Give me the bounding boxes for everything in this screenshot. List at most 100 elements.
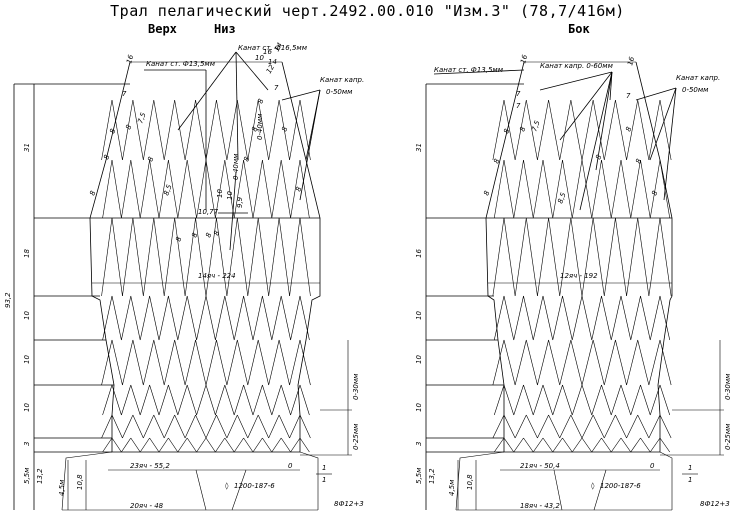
mesh-line (278, 339, 290, 386)
mesh-line (289, 414, 301, 439)
mesh-line (581, 414, 594, 439)
right-num: 7 (516, 102, 521, 110)
mesh-line (205, 339, 217, 386)
mesh-line (581, 339, 594, 386)
left-width-224: 14яч - 224 (198, 272, 236, 280)
mesh-line (537, 99, 549, 161)
mesh-line (177, 384, 188, 416)
mesh-line (132, 99, 144, 161)
mesh-line (299, 217, 311, 297)
right-width-50-4: 21яч - 50,4 (520, 462, 560, 470)
mesh-line (257, 99, 269, 161)
mesh-line (570, 217, 583, 297)
left-width-48: 20яч - 48 (130, 502, 164, 510)
mesh-line (542, 384, 554, 416)
left-net-label-10-77: 10,77 (198, 208, 219, 216)
mesh-line (280, 384, 291, 416)
mesh-line (233, 295, 244, 341)
mesh-line (523, 159, 534, 219)
right-dim-5-5: 5,5м (415, 467, 423, 484)
mesh-line (184, 414, 196, 439)
mesh-line (149, 437, 160, 453)
mesh-line (143, 414, 155, 439)
mesh-line (121, 437, 132, 453)
mesh-line (640, 437, 651, 453)
left-net-label-8-5: 8,5 (162, 183, 174, 197)
mesh-line (174, 217, 186, 297)
mesh-line (603, 339, 616, 386)
mesh-line (648, 99, 661, 161)
mesh-line (215, 295, 226, 341)
mesh-line (649, 159, 661, 219)
panel-label-bottom: Низ (214, 22, 236, 36)
mesh-line (299, 295, 310, 341)
mesh-line (637, 217, 650, 297)
right-fraction-num: 1 (688, 464, 692, 472)
mesh-line (601, 295, 612, 341)
mesh-line (215, 384, 226, 416)
mesh-line (149, 295, 160, 341)
left-dim-13-2: 13,2 (36, 468, 44, 484)
mesh-line (559, 414, 572, 439)
mesh-line (243, 437, 254, 453)
left-panel (13, 51, 352, 511)
left-rope-label-4: 0-50мм (326, 88, 353, 96)
mesh-line (592, 217, 605, 297)
left-num: 14 (273, 41, 284, 53)
mesh-line (168, 159, 179, 219)
mesh-line (163, 99, 175, 161)
right-width-192: 12яч - 192 (560, 272, 598, 280)
mesh-line (186, 295, 197, 341)
mesh-line (111, 384, 122, 416)
mesh-line (163, 217, 175, 297)
mesh-line (552, 295, 563, 341)
mesh-line (648, 414, 661, 439)
left-num: 8 (88, 189, 97, 196)
mesh-line (537, 339, 549, 386)
mesh-line (237, 99, 249, 161)
left-rope-label-2: Канат ст. Ф13,5мм (146, 60, 216, 68)
right-net-outline (485, 61, 673, 453)
left-dim-31: 31 (23, 143, 31, 152)
left-num: 16 (125, 53, 135, 64)
mesh-line (492, 217, 505, 297)
mesh-line (168, 295, 179, 341)
mesh-line (514, 339, 527, 386)
right-dim-10a: 10 (415, 311, 423, 320)
mesh-line (224, 437, 235, 453)
mesh-line (637, 99, 650, 161)
left-dim-10a: 10 (23, 311, 31, 320)
mesh-line (268, 414, 280, 439)
mesh-line (615, 414, 627, 439)
mesh-line (610, 384, 622, 416)
left-side-dim-25: 0-25мм (352, 423, 360, 450)
mesh-line (526, 414, 538, 439)
mesh-line (174, 339, 186, 386)
left-num: 8 (280, 125, 289, 132)
mesh-line (610, 159, 622, 219)
mesh-line (503, 217, 516, 297)
left-dim-3: 3 (23, 442, 31, 446)
mesh-line (290, 384, 301, 416)
mesh-line (139, 437, 150, 453)
left-bottom-trap (195, 469, 207, 511)
mesh-line (158, 437, 169, 453)
right-num: 8 (502, 127, 511, 134)
left-num: 12 (265, 63, 277, 75)
mesh-line (196, 295, 207, 341)
panel-label-side: Бок (568, 22, 590, 36)
mesh-line (620, 295, 632, 341)
mesh-line (130, 384, 141, 416)
mesh-line (163, 414, 175, 439)
right-num: 8 (634, 157, 643, 164)
mesh-line (252, 437, 263, 453)
mesh-line (601, 159, 612, 219)
mesh-line (630, 295, 641, 341)
mesh-line (289, 99, 301, 161)
mesh-line (503, 414, 516, 439)
mesh-line (174, 99, 186, 161)
mesh-line (659, 217, 672, 297)
right-mesh-label: 1200-187-6 (600, 482, 641, 490)
left-lower-skirt-r (299, 451, 319, 510)
